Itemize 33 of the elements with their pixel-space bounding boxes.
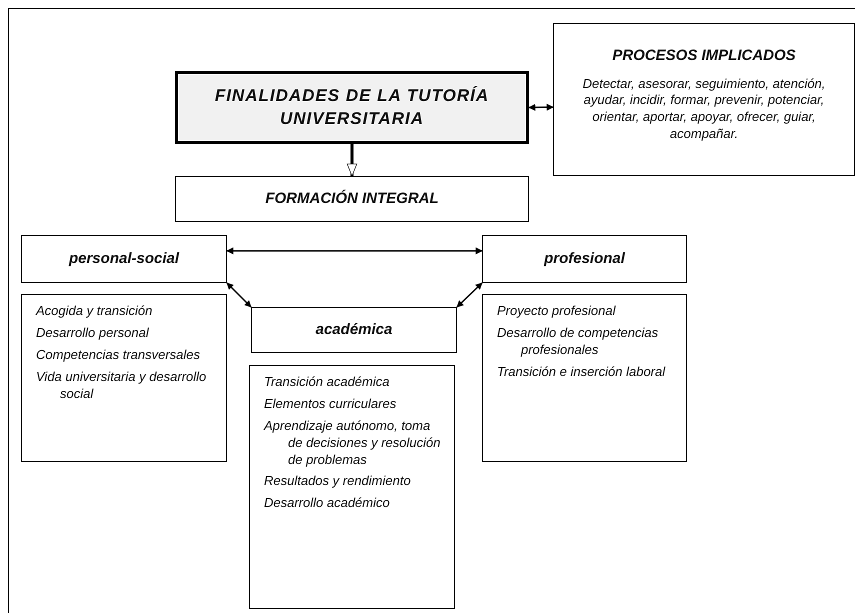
list-item: Competencias transversales: [36, 346, 202, 364]
list-item: Elementos curriculares: [264, 396, 398, 413]
list-item: Proyecto profesional: [497, 303, 617, 320]
category-box: [482, 235, 687, 283]
heading-text: profesional: [544, 249, 625, 269]
list-box: [482, 294, 687, 462]
heading-box: [175, 176, 529, 222]
list-item: Acogida y transición: [36, 303, 154, 320]
category-box: [251, 307, 457, 353]
list-item: Resultados y rendimiento: [264, 473, 412, 490]
list-item: Transición académica: [264, 374, 390, 391]
list-item: Desarrollo de competencias profesionales: [497, 324, 660, 359]
list-item: Desarrollo académico: [264, 495, 391, 512]
list-item: Transición e inserción laboral: [497, 364, 666, 381]
title-box: [175, 71, 529, 144]
arrow: [226, 247, 483, 254]
heading-text: personal-social: [68, 249, 180, 269]
arrow: [346, 144, 358, 176]
process-box: [553, 23, 855, 176]
list-item: Vida universitaria y desarrollo social: [36, 368, 208, 402]
category-box: [21, 235, 227, 283]
list-box: [21, 294, 227, 462]
arrow: [226, 282, 252, 308]
list-item: Desarrollo personal: [36, 324, 150, 342]
title-text: FINALIDADES DE LA TUTORÍA UNIVERSITARIA: [214, 85, 490, 130]
arrow: [528, 104, 554, 111]
heading-text: FORMACIÓN INTEGRAL: [265, 189, 439, 209]
list-item: Aprendizaje autónomo, toma de decisiones y resolución de problemas: [264, 418, 442, 468]
heading-text: académica: [316, 320, 392, 340]
body-text: Detectar, asesorar, seguimiento, atención, ayudar, incidir, formar, prevenir, potenciar, orientar, aportar, apoyar, ofrecer, guiar, acompañar.: [582, 76, 826, 144]
arrow: [456, 282, 483, 308]
heading-text: PROCESOS IMPLICADOS: [612, 46, 796, 66]
list-box: [249, 365, 455, 609]
